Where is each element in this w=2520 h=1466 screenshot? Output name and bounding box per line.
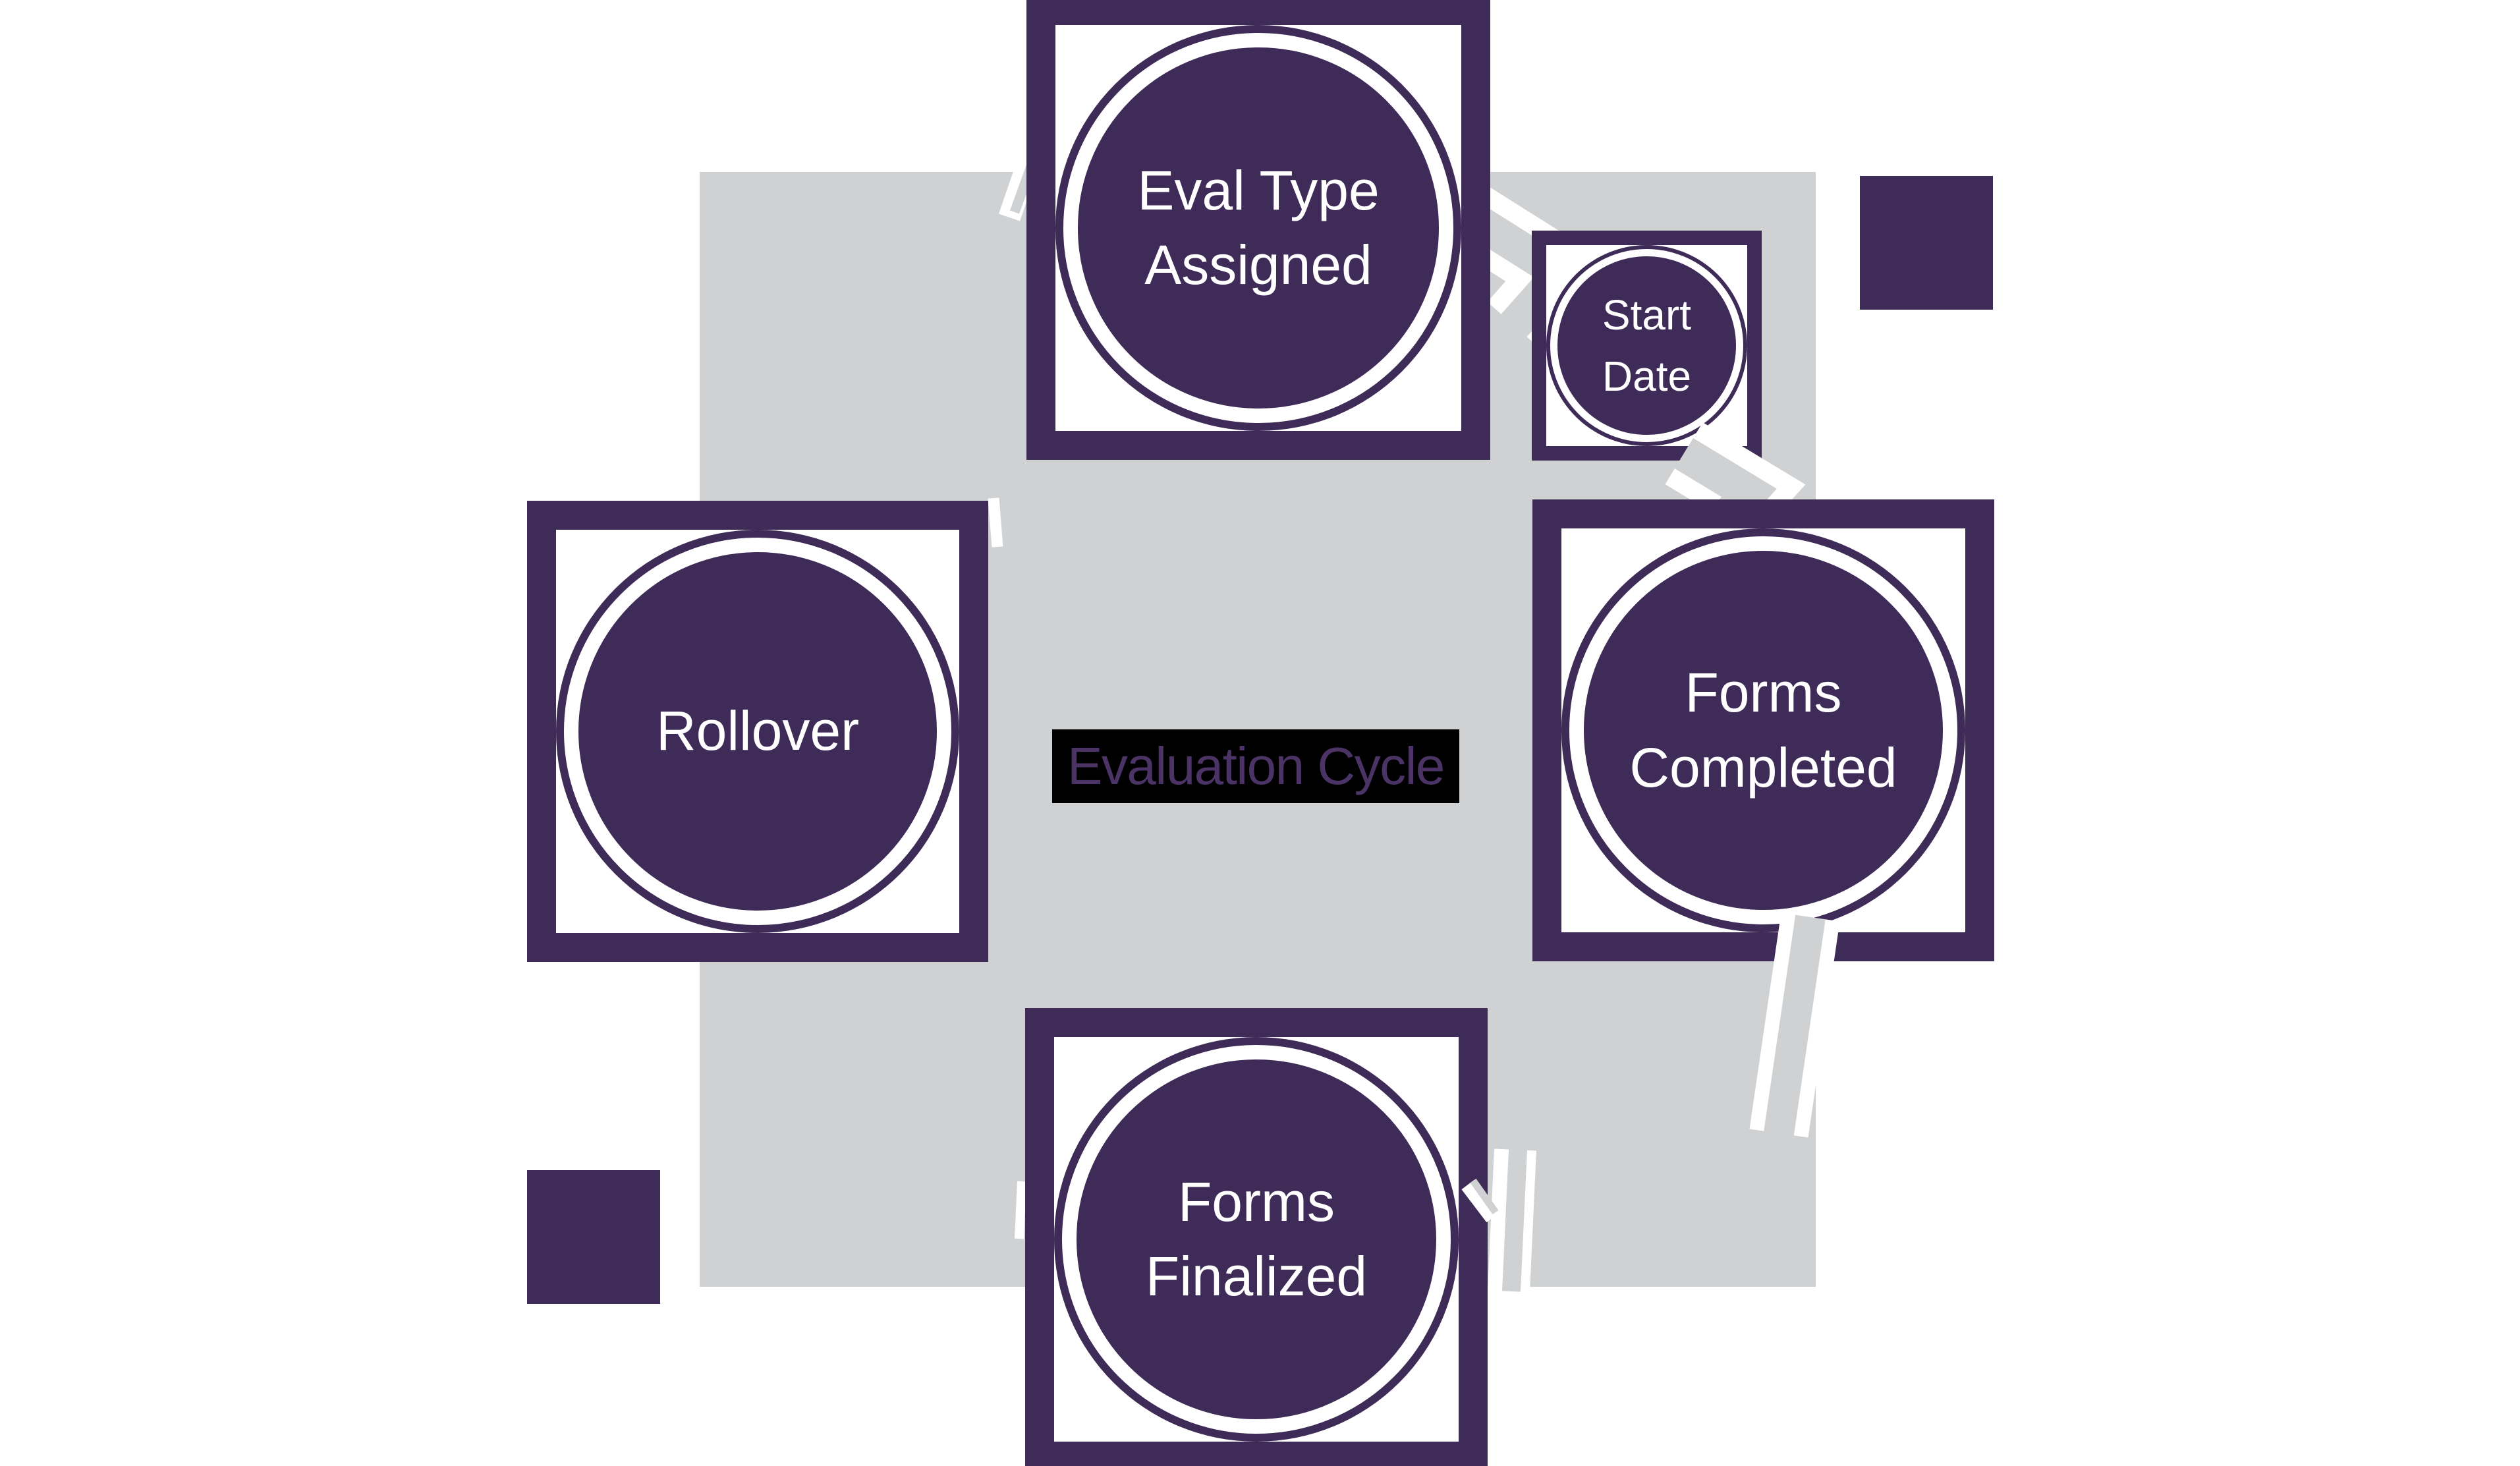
decor-square-bottom-left <box>527 1170 660 1304</box>
decor-square-top-right <box>1860 176 1993 310</box>
diagram-title: Evaluation Cycle <box>1052 729 1459 803</box>
node-eval-type-assigned: Eval Type Assigned <box>1026 0 1490 460</box>
node-forms-finalized: Forms Finalized <box>1025 1008 1488 1466</box>
node-label: Eval Type Assigned <box>1137 159 1380 296</box>
node-label: Forms Finalized <box>1145 1170 1368 1307</box>
node-start-date: Start Date <box>1532 231 1762 461</box>
node-label: Start Date <box>1602 291 1692 400</box>
node-label: Forms Completed <box>1629 662 1897 799</box>
node-rollover: Rollover <box>527 501 988 962</box>
node-forms-completed: Forms Completed <box>1532 499 1994 961</box>
diagram-title-text: Evaluation Cycle <box>1067 737 1445 795</box>
node-label: Rollover <box>656 700 860 762</box>
